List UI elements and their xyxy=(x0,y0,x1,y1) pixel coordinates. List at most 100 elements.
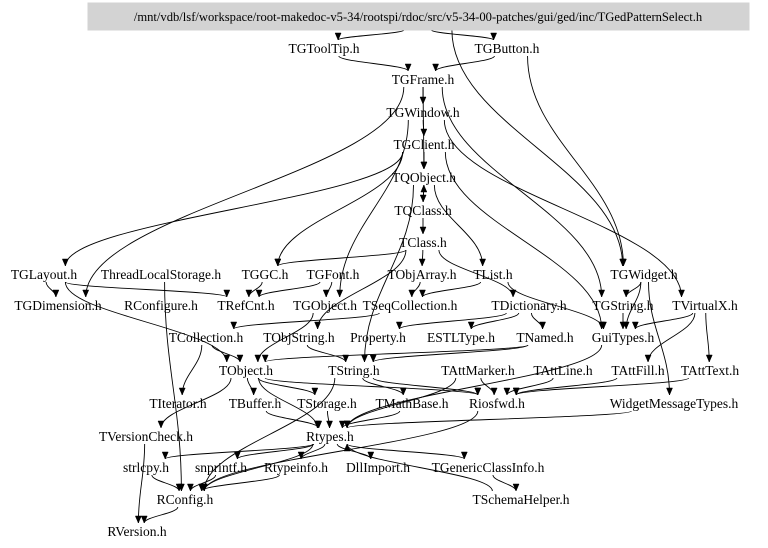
arrowhead-icon xyxy=(245,289,253,298)
arrowhead-icon xyxy=(490,387,498,396)
arrowhead-icon xyxy=(622,289,630,298)
graph-node[interactable]: TGButton.h xyxy=(475,41,540,56)
graph-node[interactable]: Rtypes.h xyxy=(306,429,354,444)
dependency-edge xyxy=(85,86,405,298)
arrowhead-icon xyxy=(539,321,546,330)
dependency-edge xyxy=(346,377,457,429)
graph-node[interactable]: TList.h xyxy=(473,267,513,282)
dependency-edge xyxy=(277,151,404,267)
arrowhead-icon xyxy=(361,354,368,363)
node-label: TAttFill.h xyxy=(611,363,665,378)
graph-node[interactable]: TGWidget.h xyxy=(610,267,678,282)
dependency-edge xyxy=(346,443,465,460)
dependency-edge xyxy=(317,249,407,330)
dependency-edge xyxy=(422,281,481,298)
node-label: TStorage.h xyxy=(297,396,357,411)
graph-node[interactable]: TGWindow.h xyxy=(386,105,459,120)
graph-node[interactable]: TStorage.h xyxy=(297,396,357,411)
graph-node[interactable]: TAttLine.h xyxy=(533,363,593,378)
graph-node[interactable]: TVersionCheck.h xyxy=(99,429,193,444)
arrowhead-icon xyxy=(52,289,60,298)
graph-node[interactable]: snprintf.h xyxy=(195,460,247,475)
dependency-edge xyxy=(264,344,529,363)
graph-node[interactable]: WidgetMessageTypes.h xyxy=(610,396,739,411)
node-label: TNamed.h xyxy=(516,330,574,345)
graph-node[interactable]: Riosfwd.h xyxy=(469,396,525,411)
graph-node[interactable]: TGString.h xyxy=(592,298,653,313)
arrowhead-icon xyxy=(134,515,142,524)
graph-node[interactable]: TCollection.h xyxy=(169,330,244,345)
graph-node[interactable]: TGObject.h xyxy=(293,298,357,313)
arrowhead-icon xyxy=(61,258,69,267)
arrowhead-icon xyxy=(418,258,426,267)
graph-node[interactable]: RVersion.h xyxy=(107,524,167,539)
dependency-edge xyxy=(338,55,409,72)
arrowhead-icon xyxy=(82,289,90,298)
graph-node[interactable]: Property.h xyxy=(350,330,406,345)
graph-node[interactable]: TGenericClassInfo.h xyxy=(432,460,545,475)
arrowhead-icon xyxy=(322,289,330,298)
graph-node[interactable]: TQClass.h xyxy=(394,203,452,218)
node-label: TGFont.h xyxy=(307,267,360,282)
graph-node[interactable]: TClass.h xyxy=(399,235,447,250)
graph-node[interactable]: TGGC.h xyxy=(242,267,289,282)
dependency-edge xyxy=(515,377,618,396)
graph-node[interactable]: TGFont.h xyxy=(307,267,360,282)
arrowhead-icon xyxy=(420,184,428,193)
graph-node[interactable]: TAttText.h xyxy=(681,363,740,378)
arrowhead-icon xyxy=(338,420,346,429)
graph-node[interactable]: TDictionary.h xyxy=(491,298,566,313)
arrowhead-icon xyxy=(250,387,258,396)
arrowhead-icon xyxy=(369,354,377,363)
graph-node[interactable]: TBuffer.h xyxy=(229,396,282,411)
graph-node[interactable]: TString.h xyxy=(328,363,380,378)
graph-node[interactable]: TObjArray.h xyxy=(388,267,457,282)
graph-node[interactable]: TSchemaHelper.h xyxy=(472,492,569,507)
root-node[interactable]: /mnt/vdb/lsf/workspace/root-makedoc-v5-3… xyxy=(87,2,750,31)
graph-node[interactable]: strlcpy.h xyxy=(123,460,169,475)
node-label: TBuffer.h xyxy=(229,396,282,411)
graph-node[interactable]: TGLayout.h xyxy=(11,267,78,282)
graph-node[interactable]: TRefCnt.h xyxy=(217,298,275,313)
graph-node[interactable]: TGToolTip.h xyxy=(289,41,360,56)
graph-node[interactable]: DllImport.h xyxy=(346,460,410,475)
node-label: ThreadLocalStorage.h xyxy=(101,267,222,282)
dependency-edge xyxy=(164,443,314,460)
graph-node[interactable]: TObject.h xyxy=(219,363,273,378)
graph-node[interactable]: TNamed.h xyxy=(516,330,574,345)
graph-node[interactable]: TGFrame.h xyxy=(392,72,455,87)
dependency-edge xyxy=(236,443,315,460)
graph-node[interactable]: TObjString.h xyxy=(263,330,335,345)
arrowhead-icon xyxy=(420,128,428,137)
graph-node[interactable]: RConfigure.h xyxy=(124,298,198,313)
graph-node[interactable]: GuiTypes.h xyxy=(592,330,655,345)
graph-node[interactable]: TSeqCollection.h xyxy=(363,298,458,313)
graph-node[interactable]: TAttFill.h xyxy=(611,363,665,378)
graph-node[interactable]: TVirtualX.h xyxy=(672,298,738,313)
node-label: TSeqCollection.h xyxy=(363,298,458,313)
node-label: TAttText.h xyxy=(681,363,740,378)
graph-node[interactable]: TGClient.h xyxy=(393,137,454,152)
dependency-edge xyxy=(151,474,180,492)
graph-node[interactable]: TIterator.h xyxy=(149,396,207,411)
graph-node[interactable]: Rtypeinfo.h xyxy=(264,460,328,475)
graph-node[interactable]: ThreadLocalStorage.h xyxy=(101,267,222,282)
graph-node[interactable]: TMathBase.h xyxy=(375,396,448,411)
arrowhead-icon xyxy=(326,420,333,429)
graph-node[interactable]: TAttMarker.h xyxy=(441,363,515,378)
graph-node[interactable]: TGDimension.h xyxy=(14,298,102,313)
node-label: TGFrame.h xyxy=(392,72,455,87)
graph-node[interactable]: TQObject.h xyxy=(392,170,456,185)
node-label: TGObject.h xyxy=(293,298,357,313)
dependency-edge xyxy=(451,29,624,267)
dependency-edge xyxy=(203,377,336,492)
node-label: Rtypes.h xyxy=(306,429,354,444)
node-label: WidgetMessageTypes.h xyxy=(610,396,739,411)
dependency-edge xyxy=(441,86,603,298)
arrowhead-icon xyxy=(223,289,231,298)
graph-node[interactable]: ESTLType.h xyxy=(427,330,495,345)
arrowhead-icon xyxy=(474,387,482,396)
graph-node[interactable]: RConfig.h xyxy=(157,492,214,507)
arrowhead-icon xyxy=(490,32,498,41)
